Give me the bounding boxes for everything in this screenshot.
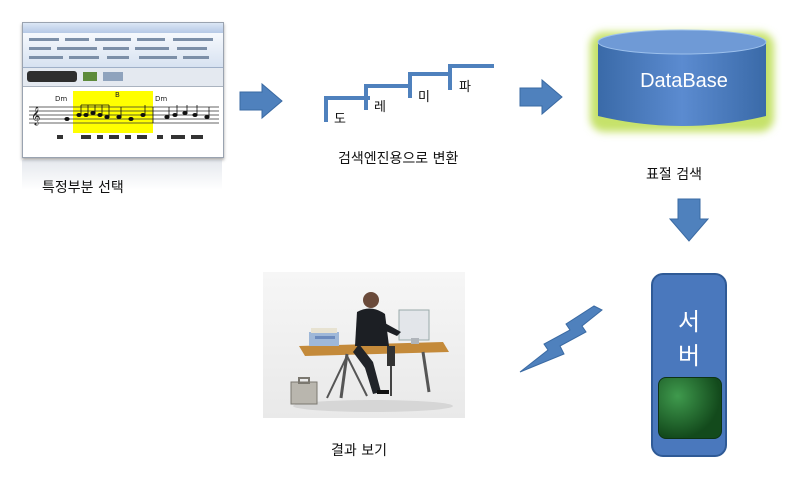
label-pitch-search: 표절 검색 [646,167,702,183]
score-staff: 𝄞 Dm Dm B [23,87,223,157]
label-view-result: 결과 보기 [331,443,387,459]
score-screenshot: 𝄞 Dm Dm B [22,22,224,158]
note-fa: 파 [459,80,471,95]
label-select-part: 특정부분 선택 [42,180,124,196]
note-staircase [324,64,494,122]
svg-text:Dm: Dm [55,95,67,103]
note-re: 레 [374,100,386,115]
server-label-line2: 버 [677,342,701,370]
window-titlebar [23,23,223,33]
note-do: 도 [334,112,346,127]
man-at-desk-photo [263,272,465,418]
label-convert: 검색엔진용으로 변환 [338,151,459,167]
svg-text:𝄞: 𝄞 [31,106,40,126]
note-mi: 미 [418,90,430,105]
arrow-right-icon [519,78,563,116]
playback-toolbar [23,68,223,87]
svg-text:B: B [115,91,120,99]
arrow-right-icon [239,82,283,120]
server-label-line1: 서 [677,308,701,336]
database-label: DataBase [640,70,728,92]
server-chip-icon [658,377,722,439]
svg-text:Dm: Dm [155,95,167,103]
lightning-icon [519,305,603,373]
arrow-down-icon [668,198,710,242]
screenshot-reflection [22,160,222,190]
ribbon-toolbar [23,33,223,68]
database-icon [590,29,774,132]
